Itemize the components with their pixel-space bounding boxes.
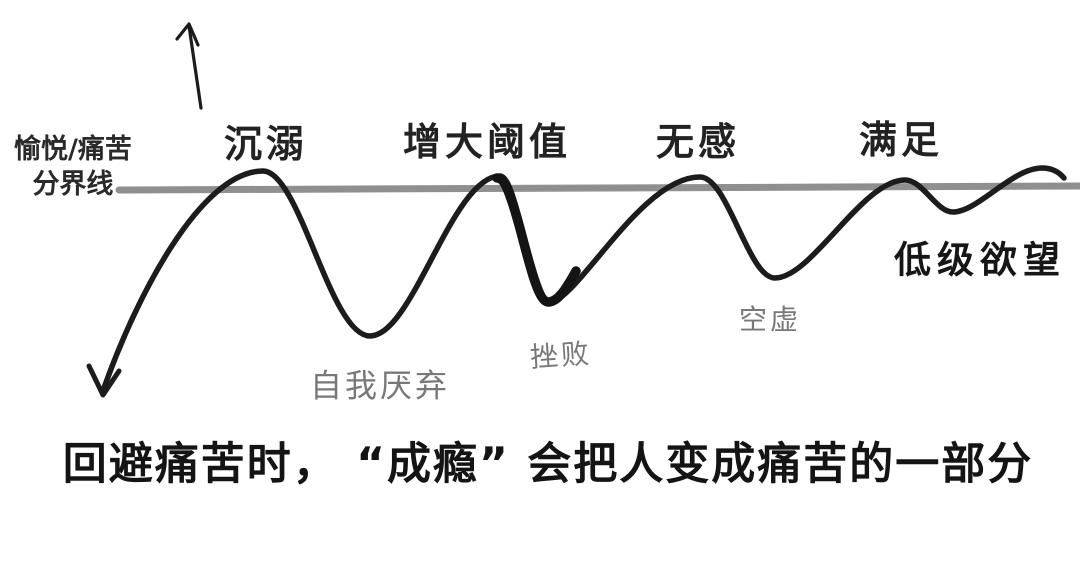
peak-label-numbness: 无感 [655, 120, 741, 165]
addiction-curve-thick-segment [492, 173, 581, 307]
boundary-line-label-line1: 愉悦/痛苦 [14, 134, 132, 165]
peak-label-raise-threshold: 增大阈值 [402, 120, 572, 165]
peak-label-indulgence: 沉溺 [223, 122, 309, 167]
down-arrow-head-icon [86, 363, 122, 398]
up-arrow-shaft [187, 24, 203, 110]
pleasure-pain-boundary-line [115, 182, 1080, 194]
caption-text: 回避痛苦时， “成瘾” 会把人变成痛苦的一部分 [62, 438, 1034, 490]
trough-label-emptiness: 空虚 [738, 302, 802, 336]
label-base-desires: 低级欲望 [894, 238, 1066, 282]
addiction-curve [101, 165, 1067, 391]
trough-label-frustration: 挫败 [528, 336, 594, 375]
boundary-line-label: 愉悦/痛苦 分界线 [14, 132, 132, 202]
peak-label-satisfaction: 满足 [858, 118, 944, 163]
boundary-line-label-line2: 分界线 [32, 169, 114, 201]
trough-label-self-loathing: 自我厌弃 [309, 366, 451, 405]
up-arrow-head-icon [175, 22, 200, 47]
